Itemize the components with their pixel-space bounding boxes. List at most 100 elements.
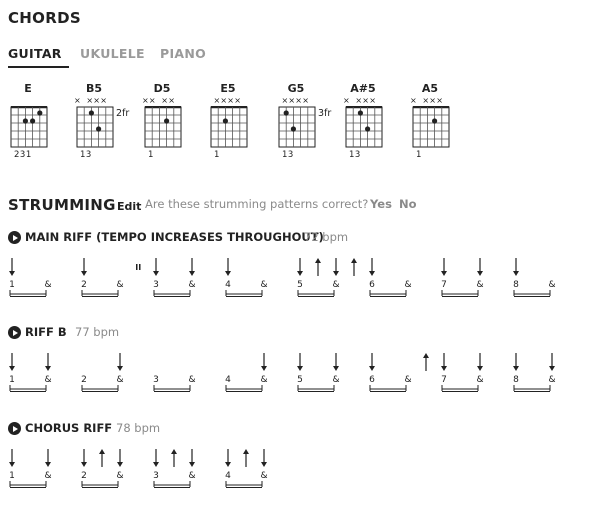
up-arrowhead <box>99 449 105 454</box>
finger-numbers: 231 <box>14 150 32 160</box>
tab-guitar[interactable]: GUITAR <box>8 46 62 61</box>
string-marks: ×××× <box>208 96 242 105</box>
down-arrowhead <box>513 271 519 276</box>
chord-diagram-e5[interactable]: E5 ×××× 1 <box>210 82 270 164</box>
finger-dot <box>164 118 170 124</box>
pause-mark <box>136 264 138 270</box>
down-arrowhead <box>477 366 483 371</box>
beat-label: 6 <box>369 280 375 290</box>
tab-piano[interactable]: PIANO <box>160 46 207 61</box>
riff-title: MAIN RIFF (TEMPO INCREASES THROUGHOUT)72… <box>8 230 588 246</box>
down-arrowhead <box>189 271 195 276</box>
instrument-tabs: GUITAR UKULELE PIANO <box>8 46 594 68</box>
play-icon[interactable] <box>8 231 21 244</box>
fretboard-grid <box>10 106 48 148</box>
no-button[interactable]: No <box>399 197 417 211</box>
down-arrowhead <box>9 366 15 371</box>
up-arrowhead <box>243 449 249 454</box>
string-marks: × ××× <box>74 96 108 105</box>
strum-pattern-svg: 1&2&3&4& <box>9 449 268 488</box>
beat-label: 5 <box>297 280 303 290</box>
beat-label: & <box>476 280 483 290</box>
beat-label: & <box>260 280 267 290</box>
strum-pattern-svg: 1&2&3&4&5&6&7&8& <box>9 353 556 392</box>
down-arrowhead <box>513 366 519 371</box>
down-arrowhead <box>81 271 87 276</box>
beat-label: 3 <box>153 471 159 481</box>
beat-label: 2 <box>81 280 87 290</box>
chord-diagram-asharp5[interactable]: A#5× ××× 13 <box>343 82 405 164</box>
finger-dot <box>222 118 228 124</box>
chord-name: A#5 <box>350 82 376 95</box>
down-arrowhead <box>9 462 15 467</box>
chord-name: A5 <box>421 82 439 95</box>
down-arrowhead <box>369 271 375 276</box>
beat-label: & <box>548 375 555 385</box>
chord-name: E <box>24 82 32 95</box>
chord-diagram-a5[interactable]: A5× ×××1 <box>410 82 472 164</box>
finger-dot <box>30 118 36 124</box>
chord-name: D5 <box>153 82 171 95</box>
chord-diagram-d5[interactable]: D5×× ××1 <box>142 82 204 164</box>
beat-label: & <box>116 375 123 385</box>
riff-bpm: 72 bpm <box>304 230 349 244</box>
beat-label: 1 <box>9 375 15 385</box>
string-marks: ×× ×× <box>142 96 176 105</box>
tab-ukulele[interactable]: UKULELE <box>80 46 145 61</box>
beat-label: 7 <box>441 375 447 385</box>
yes-button[interactable]: Yes <box>370 197 392 211</box>
down-arrowhead <box>45 462 51 467</box>
up-arrowhead <box>171 449 177 454</box>
beat-label: & <box>44 471 51 481</box>
down-arrowhead <box>117 462 123 467</box>
down-arrowhead <box>225 271 231 276</box>
up-arrowhead <box>423 353 429 358</box>
beat-label: 7 <box>441 280 447 290</box>
down-arrowhead <box>225 462 231 467</box>
down-arrowhead <box>45 366 51 371</box>
finger-dot <box>96 126 102 132</box>
beat-label: 5 <box>297 375 303 385</box>
beat-label: & <box>260 471 267 481</box>
play-icon[interactable] <box>8 326 21 339</box>
fretboard-grid <box>210 106 248 148</box>
down-arrowhead <box>9 271 15 276</box>
riff-name: CHORUS RIFF <box>25 421 113 435</box>
chord-name: B5 <box>85 82 103 95</box>
beat-label: 4 <box>225 375 231 385</box>
string-marks: ×××× <box>276 96 310 105</box>
beat-label: & <box>116 471 123 481</box>
chord-name: E5 <box>220 82 236 95</box>
play-icon[interactable] <box>8 422 21 435</box>
up-arrowhead <box>315 258 321 263</box>
finger-numbers: 1 <box>214 150 220 160</box>
down-arrowhead <box>369 366 375 371</box>
chord-diagram-e[interactable]: E 231 <box>10 82 70 164</box>
beat-label: & <box>476 375 483 385</box>
fretboard-grid <box>412 106 450 148</box>
beat-label: & <box>44 375 51 385</box>
beat-label: & <box>44 280 51 290</box>
beat-label: & <box>116 280 123 290</box>
down-arrowhead <box>81 462 87 467</box>
edit-link[interactable]: Edit <box>117 200 142 213</box>
strum-pattern: 1&2&3&4&5&6&7&8& <box>0 347 594 399</box>
string-marks: × ××× <box>343 96 377 105</box>
finger-dot <box>283 110 289 116</box>
finger-dot <box>357 110 363 116</box>
fretboard-frame <box>76 106 114 148</box>
finger-numbers: 13 <box>349 150 361 160</box>
beat-label: 3 <box>153 375 159 385</box>
down-arrowhead <box>297 271 303 276</box>
fret-label: 2fr <box>116 108 130 119</box>
down-arrowhead <box>441 271 447 276</box>
fretboard-frame <box>345 106 383 148</box>
beat-label: 2 <box>81 471 87 481</box>
beat-label: & <box>404 375 411 385</box>
down-arrowhead <box>441 366 447 371</box>
beat-label: 1 <box>9 280 15 290</box>
riff-name: MAIN RIFF (TEMPO INCREASES THROUGHOUT) <box>25 230 324 244</box>
